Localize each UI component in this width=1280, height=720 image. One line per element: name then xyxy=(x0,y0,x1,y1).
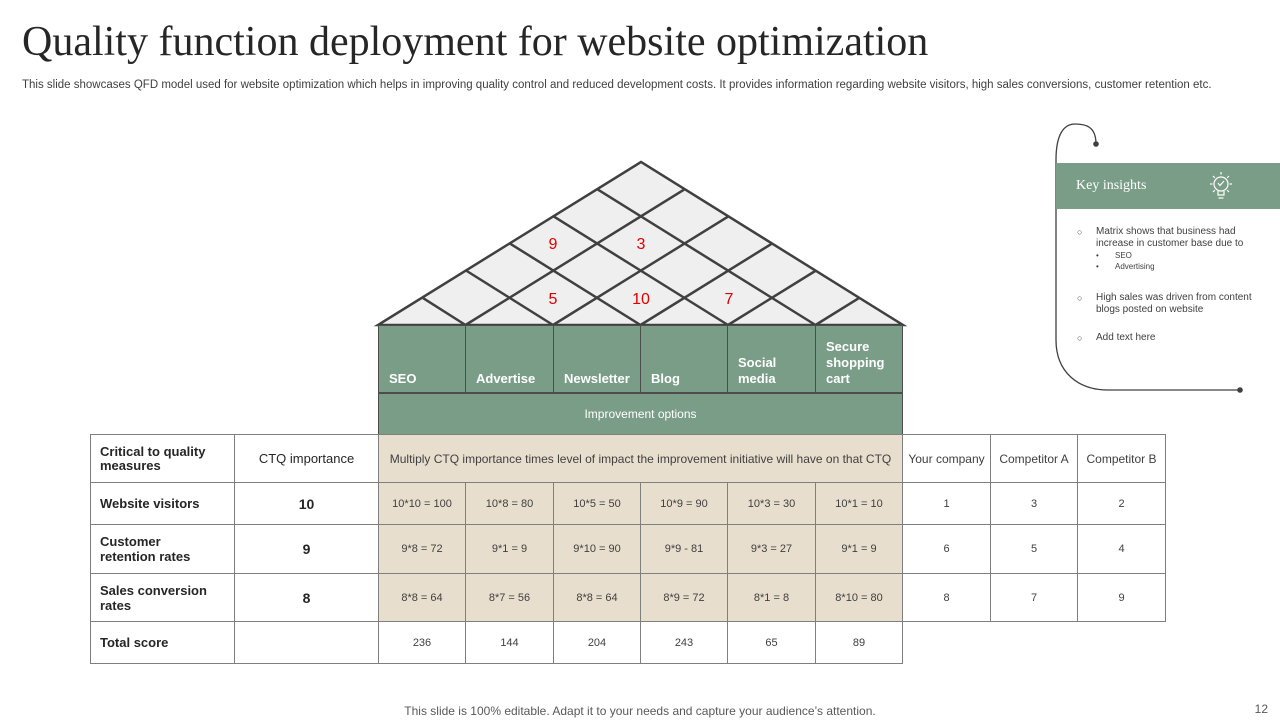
insight-item: ○ High sales was driven from content blo… xyxy=(1077,292,1267,316)
matrix-cell: 8*8 = 64 xyxy=(378,573,466,622)
matrix-cell: 9*1 = 9 xyxy=(465,524,554,574)
page-subtitle: This slide showcases QFD model used for … xyxy=(22,79,1212,91)
matrix-cell: 10*3 = 30 xyxy=(727,482,816,525)
insights-title: Key insights xyxy=(1076,178,1147,193)
competitor-header: Competitor B xyxy=(1077,434,1166,483)
matrix-cell: 9*1 = 9 xyxy=(815,524,903,574)
competitor-score: 9 xyxy=(1077,573,1166,622)
option-secure-shopping-cart: Secure shopping cart xyxy=(815,325,903,393)
total-score: 144 xyxy=(465,621,554,664)
option-label: Advertise xyxy=(476,371,536,386)
option-label: Newsletter xyxy=(564,371,630,386)
ctq-header: CTQ importance xyxy=(234,434,379,483)
option-label: Blog xyxy=(651,371,680,386)
insight-subitem: • SEO xyxy=(1096,250,1267,261)
insight-text: High sales was driven from content blogs… xyxy=(1096,292,1252,315)
roof-value: 7 xyxy=(724,291,734,308)
option-label: SEO xyxy=(389,371,417,386)
competitor-score: 6 xyxy=(902,524,991,574)
competitor-header: Competitor A xyxy=(990,434,1078,483)
total-score: 204 xyxy=(553,621,641,664)
option-newsletter: Newsletter xyxy=(553,325,641,393)
competitor-score: 8 xyxy=(902,573,991,622)
competitor-score: 4 xyxy=(1077,524,1166,574)
option-seo: SEO xyxy=(378,325,466,393)
competitor-score: 1 xyxy=(902,482,991,525)
insight-subitem-text: SEO xyxy=(1115,251,1132,260)
roof-value: 10 xyxy=(632,291,650,308)
measure-text: Sales conversion rates xyxy=(100,582,207,613)
option-blog: Blog xyxy=(640,325,728,393)
matrix-cell: 8*8 = 64 xyxy=(553,573,641,622)
roof-value: 5 xyxy=(548,291,558,308)
matrix-cell: 8*10 = 80 xyxy=(815,573,903,622)
matrix-cell: 10*1 = 10 xyxy=(815,482,903,525)
matrix-cell: 9*3 = 27 xyxy=(727,524,816,574)
measure-text: Customer retention rates xyxy=(100,534,191,564)
ctq-value: 10 xyxy=(234,482,379,525)
total-score-label: Total score xyxy=(90,621,235,664)
matrix-cell: 9*10 = 90 xyxy=(553,524,641,574)
insight-text: Matrix shows that business had increase … xyxy=(1096,226,1244,249)
matrix-cell: 10*10 = 100 xyxy=(378,482,466,525)
total-ctq-empty xyxy=(234,621,379,664)
total-score: 89 xyxy=(815,621,903,664)
insight-text: Add text here xyxy=(1096,332,1156,343)
competitor-header: Your company xyxy=(902,434,991,483)
ctq-value: 8 xyxy=(234,573,379,622)
total-score: 65 xyxy=(727,621,816,664)
lightbulb-icon xyxy=(1210,172,1232,199)
bullet-dot-icon: • xyxy=(1096,262,1099,271)
circle-bullet-icon: ○ xyxy=(1077,333,1083,343)
insights-header: Key insights xyxy=(1056,163,1280,209)
option-social-media: Social media xyxy=(727,325,816,393)
insight-item: ○ Add text here xyxy=(1077,332,1267,344)
page-title: Quality function deployment for website … xyxy=(22,19,929,65)
insight-subitem-text: Advertising xyxy=(1115,262,1155,271)
footer-note: This slide is 100% editable. Adapt it to… xyxy=(404,704,876,718)
matrix-cell: 10*5 = 50 xyxy=(553,482,641,525)
option-advertise: Advertise xyxy=(465,325,554,393)
page-number: 12 xyxy=(1254,702,1268,716)
roof-value: 9 xyxy=(548,236,558,253)
bullet-dot-icon: • xyxy=(1096,251,1099,260)
improvement-options-bar: Improvement options xyxy=(378,393,903,435)
circle-bullet-icon: ○ xyxy=(1077,293,1083,303)
matrix-cell: 8*9 = 72 xyxy=(640,573,728,622)
measure-label: Customer retention rates xyxy=(90,524,235,574)
insights-list: ○ Matrix shows that business had increas… xyxy=(1077,226,1267,358)
roof-value: 3 xyxy=(636,236,646,253)
competitor-score: 7 xyxy=(990,573,1078,622)
option-label: Social media xyxy=(738,355,777,386)
option-label: Secure shopping cart xyxy=(826,339,885,386)
circle-bullet-icon: ○ xyxy=(1077,227,1083,237)
insight-subitem: • Advertising xyxy=(1096,261,1267,272)
matrix-cell: 10*8 = 80 xyxy=(465,482,554,525)
insight-item: ○ Matrix shows that business had increas… xyxy=(1077,226,1267,272)
matrix-cell: 9*9 - 81 xyxy=(640,524,728,574)
